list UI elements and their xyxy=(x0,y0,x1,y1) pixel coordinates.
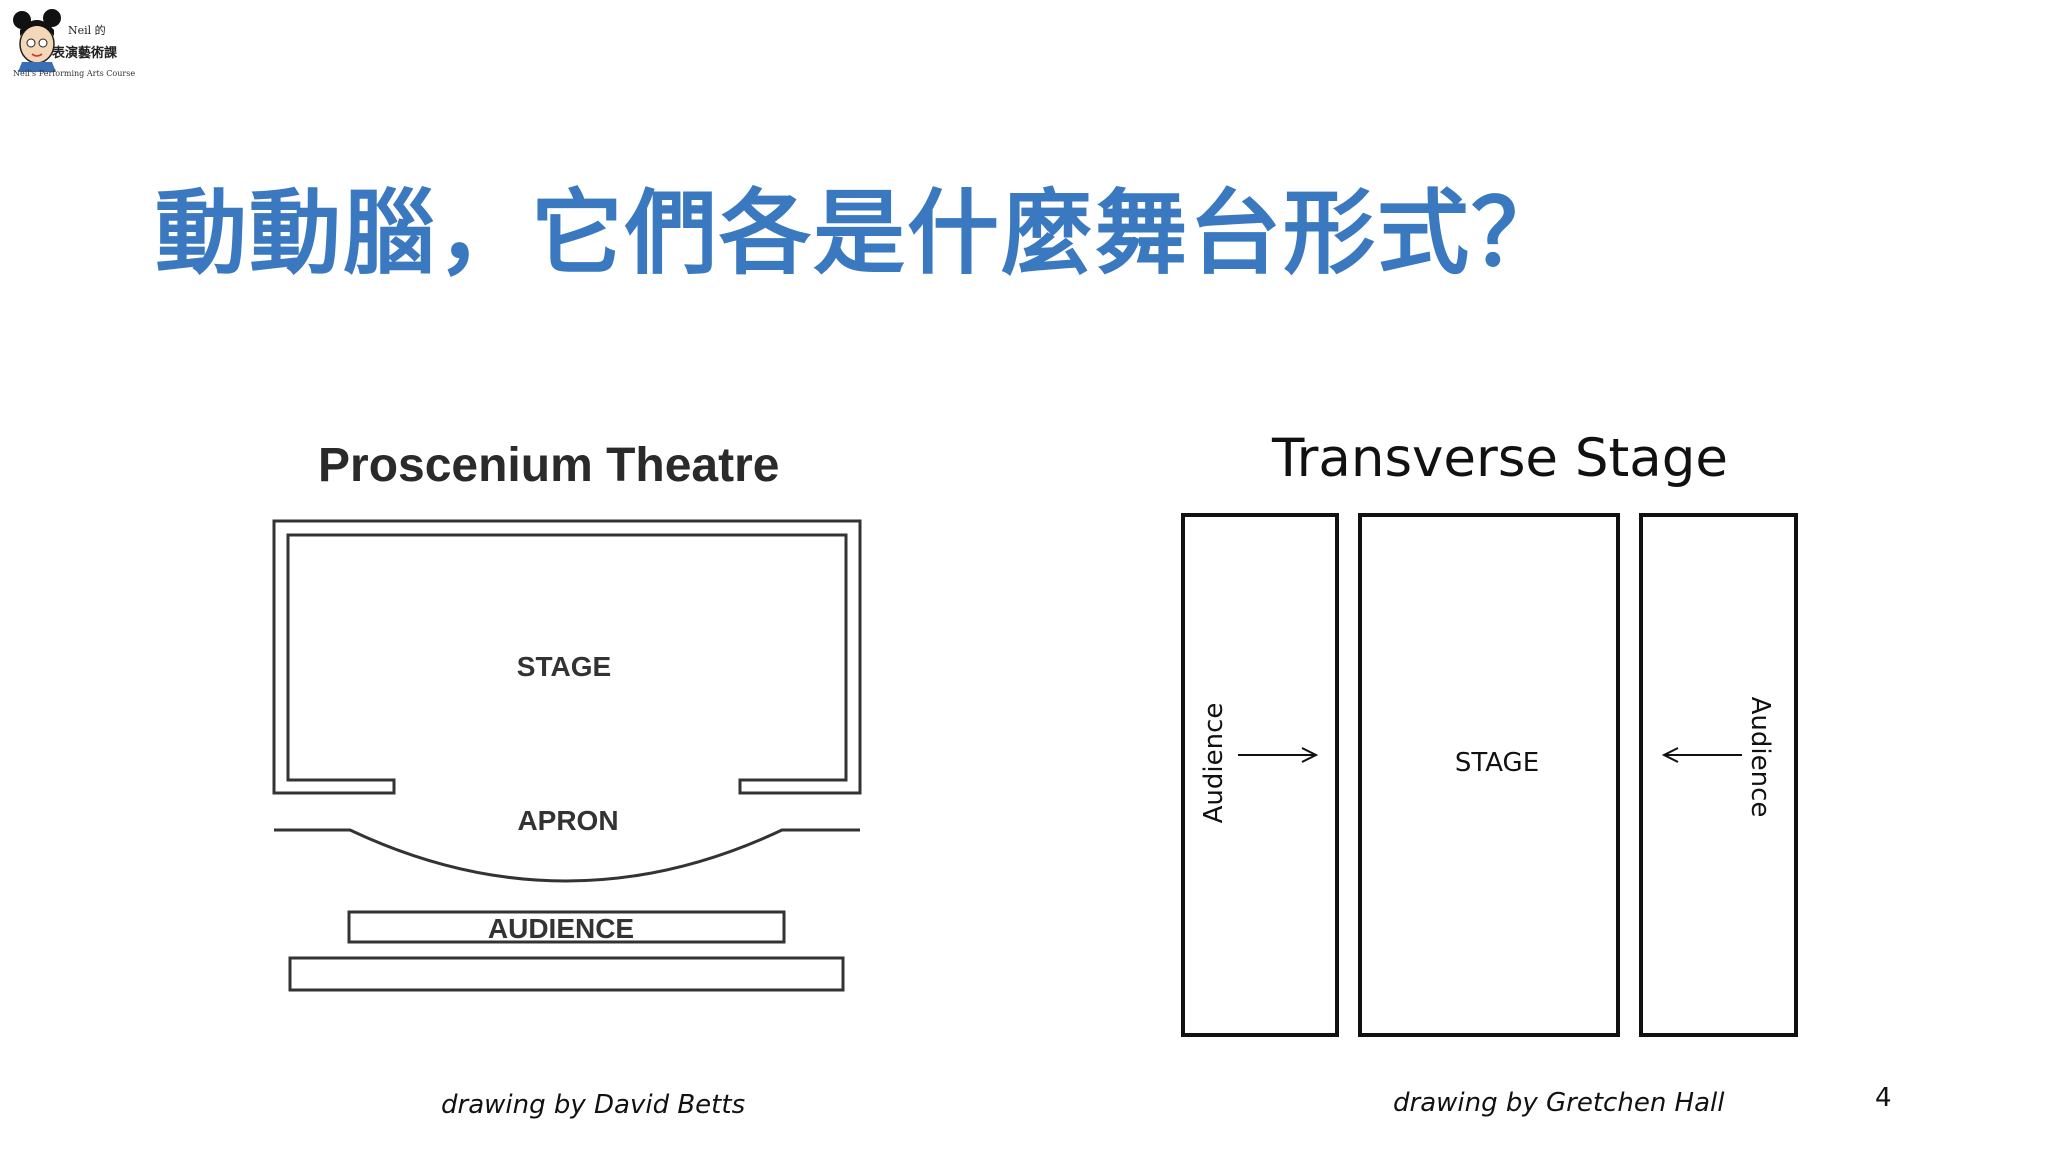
audience-row-2 xyxy=(288,956,845,992)
logo xyxy=(8,6,133,86)
logo-text-line2: 表演藝術課 xyxy=(52,46,118,61)
proscenium-stage-label: STAGE xyxy=(517,651,611,682)
right-drawing-credit: drawing by Gretchen Hall xyxy=(1393,1088,1725,1118)
logo-text-line3: Neil's Performing Arts Course xyxy=(13,69,136,78)
apron-edge xyxy=(274,828,860,883)
audience-row-1 xyxy=(347,910,786,944)
audience-block-right xyxy=(1639,513,1798,1037)
transverse-stage-label: STAGE xyxy=(1455,748,1539,778)
arrow-right-icon xyxy=(1238,747,1319,763)
audience-left-label: Audience xyxy=(1199,703,1229,824)
logo-text-line1: Neil 的 xyxy=(68,24,106,37)
proscenium-audience-label: AUDIENCE xyxy=(488,913,634,944)
page-number: 4 xyxy=(1875,1083,1892,1113)
stage-outer-wall xyxy=(272,519,862,795)
slide-title: 動動腦，它們各是什麼舞台形式？ xyxy=(155,180,1566,287)
logo-character-icon xyxy=(13,9,61,72)
stage-block xyxy=(1358,513,1620,1037)
arrow-left-icon xyxy=(1661,747,1742,763)
proscenium-theatre-title: Proscenium Theatre xyxy=(318,439,780,492)
transverse-stage-title: Transverse Stage xyxy=(1272,428,1729,489)
left-drawing-credit: drawing by David Betts xyxy=(441,1090,746,1120)
proscenium-apron-label: APRON xyxy=(517,805,618,836)
audience-right-label: Audience xyxy=(1745,697,1775,818)
audience-block-left xyxy=(1181,513,1339,1037)
